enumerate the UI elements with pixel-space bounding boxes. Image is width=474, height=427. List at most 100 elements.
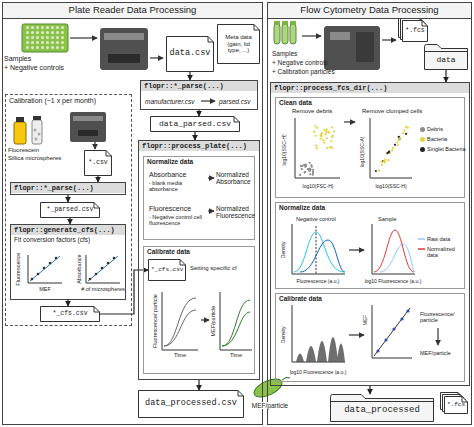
scatter-dots-part: [397, 144, 399, 146]
file-outline: [150, 116, 240, 132]
sample-tubes-part: [274, 21, 280, 25]
density-plots-part: [418, 248, 425, 250]
sample-tubes-part: [282, 21, 288, 25]
flow-arrow: [67, 300, 68, 306]
scatter-dots-part: [309, 162, 311, 164]
axis-label: log10(SSC-H): [282, 134, 288, 165]
legend-text: Normalized data: [427, 246, 467, 259]
function-box: flopr::generate_cfs(...)Fit conversion f…: [10, 224, 126, 300]
scatter-dots-part: [300, 165, 302, 167]
file-icon: *.csv: [84, 150, 112, 176]
node-title: Meta data (gain, lid type, ...): [220, 34, 257, 55]
legend-entry: Normalized data: [427, 246, 467, 259]
scatter-dots-part: [316, 147, 318, 149]
scatter-dots-part: [325, 130, 327, 132]
node-text: Normalized Fluorescence: [216, 205, 254, 220]
annotation: Remove debris: [292, 108, 352, 115]
sample-tubes-part: [282, 24, 288, 44]
time-course-plots-part: [162, 292, 252, 350]
scatter-dots-part: [375, 170, 377, 172]
folder-outline: [330, 394, 434, 422]
legend-text: Raw data: [427, 236, 450, 242]
file-outline: [148, 259, 186, 281]
node-text: - Negative control cell fluorescence: [149, 214, 209, 227]
function-box: flopr::*_parse(...): [10, 182, 126, 195]
axis-label: Fluorescence: [16, 252, 22, 285]
scatter-dots-part: [383, 160, 385, 162]
node-title: Normalize data: [144, 157, 254, 166]
process-arrows-part: [344, 121, 355, 122]
function-box: flopr::process_plate(...)Normalize dataA…: [138, 140, 260, 380]
node-title: flopr::process_fcs_dir(...): [271, 83, 469, 93]
file-outline: [166, 36, 214, 72]
calibrant-bottles-part: [32, 120, 42, 144]
file-outline: [138, 390, 244, 418]
scatter-dots-part: [331, 147, 333, 149]
scatter-dots-part: [314, 135, 316, 137]
bacterium-part: [251, 375, 284, 400]
process-arrows-part: [201, 319, 209, 320]
plate-reader-part: [108, 54, 140, 63]
annotation: Remove clumped cells: [362, 108, 432, 115]
annotation: Samples: [4, 55, 84, 63]
annotation: MEF/particle: [420, 350, 466, 356]
calibration-plots-part: [107, 262, 110, 265]
gating-plots-part: [295, 118, 412, 178]
scatter-dots-part: [311, 166, 313, 168]
file-icon: data.csv: [166, 36, 214, 72]
scatter-dots-part: [402, 132, 404, 134]
annotation: log10 Fluorescence (a.u.): [357, 279, 429, 285]
annotation: Time: [221, 352, 251, 358]
file-outline: [401, 19, 426, 40]
node-text: manufacturer.csv: [145, 98, 201, 105]
step-box: Clean data: [275, 97, 465, 198]
legend-entry: Bacteria: [420, 136, 447, 142]
file-fold: [238, 391, 244, 397]
node-title: data_processed: [333, 405, 431, 415]
file-fold: [94, 203, 100, 209]
scatter-dots-part: [316, 127, 318, 129]
scatter-dots-part: [332, 134, 334, 136]
file-outline: [41, 203, 100, 218]
annotation: Samples: [272, 50, 352, 57]
scatter-dots-part: [326, 128, 328, 130]
scatter-dots-part: [394, 144, 396, 146]
calibration-plots: [28, 255, 120, 283]
sample-plate-part: [24, 26, 66, 50]
folder-outline: [425, 45, 468, 70]
process-arrows-part: [349, 334, 364, 335]
scatter-dots: [299, 125, 409, 176]
file-fold: [458, 393, 464, 399]
density-plots-part: [294, 232, 344, 272]
flow-arrow: [369, 386, 370, 394]
process-arrows-part: [208, 177, 214, 178]
annotation: Sample: [378, 216, 418, 222]
file-fold: [254, 25, 260, 31]
node-text: Fit conversion factors (cfs): [11, 235, 125, 244]
scatter-dots-part: [378, 169, 380, 171]
flow-arrow: [69, 218, 70, 224]
calibrant-bottles-part: [35, 138, 38, 141]
node-title: flopr::*_parse(...): [141, 81, 257, 91]
annotation: Fluorescein: [8, 147, 78, 154]
node-title: flopr::process_plate(...): [139, 141, 259, 151]
scatter-dots-part: [397, 139, 399, 141]
file-fold: [180, 260, 186, 266]
calibrant-bottles-part: [38, 133, 41, 136]
file-outline: [84, 150, 112, 176]
scatter-dots-part: [331, 126, 333, 128]
file-fold: [418, 17, 424, 23]
file-outline: [217, 24, 260, 64]
flow-arrow: [67, 195, 68, 202]
annotation: Setting specific cf: [190, 265, 252, 272]
axis-label: Density: [281, 327, 287, 344]
file-icon: Meta data (gain, lid type, ...): [217, 24, 260, 64]
flow-cytometer-part: [330, 32, 350, 40]
flow-arrow: [198, 380, 199, 390]
annotation: log10(FSC-H): [293, 184, 343, 190]
annotation: log10 Fluorescence (a.u.): [282, 370, 354, 376]
calibration-box: Calibration (~1 x per month)*.csvflopr::…: [5, 94, 132, 326]
